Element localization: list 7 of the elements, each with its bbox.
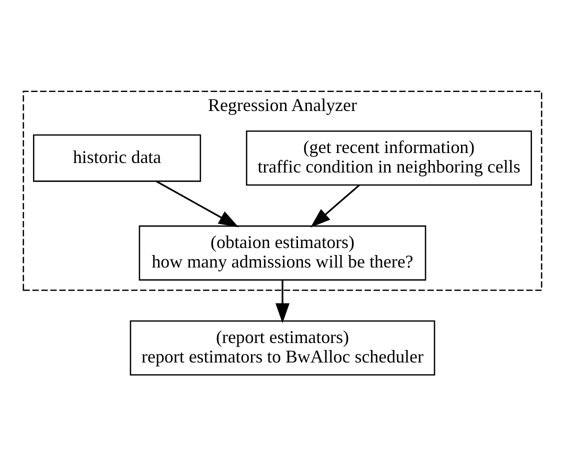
node-box: (report estimators) report estimators to BwAlloc scheduler [130, 320, 436, 376]
arrow [156, 180, 239, 228]
node-box: (obtaion estimators) how many admissions will be there? [138, 225, 426, 281]
arrow [310, 184, 360, 228]
node-box: historic data [33, 134, 202, 182]
node-box: (get recent information) traffic condition in neighboring cells [246, 130, 532, 186]
arrow [275, 280, 290, 324]
